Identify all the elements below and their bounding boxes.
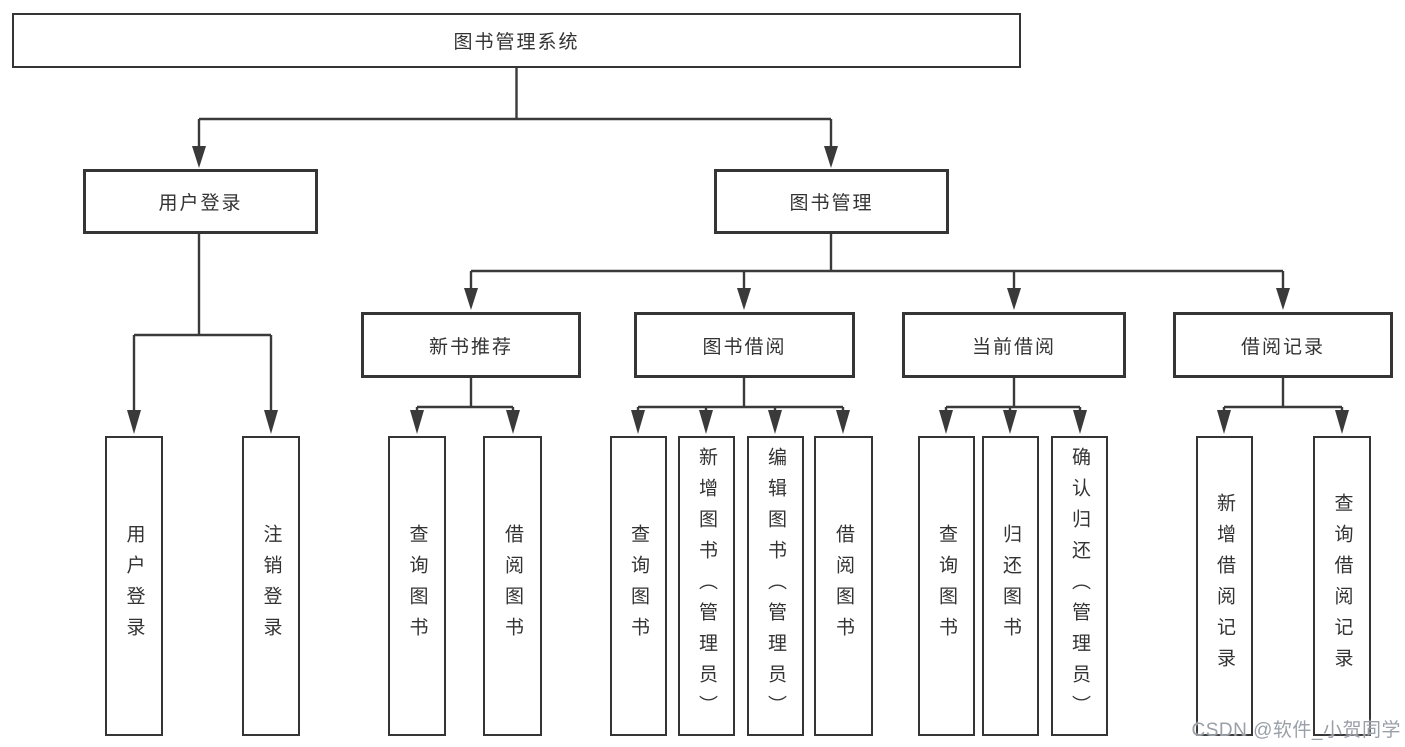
leaf-label: 查询图书 [936, 524, 957, 648]
arrowhead [1003, 410, 1017, 434]
arrowhead [631, 410, 645, 434]
connector-book-borrow [636, 378, 845, 411]
node-book-borrow: 图书借阅 [634, 312, 855, 378]
leaf-edit-books-admin: 编辑图书（管理员） [747, 436, 804, 736]
arrowhead [506, 410, 520, 434]
leaf-query-books-current: 查询图书 [918, 436, 975, 736]
leaf-label: 查询图书 [628, 524, 649, 648]
arrowhead [192, 146, 206, 168]
connector-current-borrow [944, 378, 1082, 411]
connector-book-management [469, 234, 1285, 289]
leaf-borrow-books: 借阅图书 [814, 436, 873, 736]
node-book-management: 图书管理 [714, 169, 949, 234]
node-current-borrow: 当前借阅 [902, 312, 1126, 378]
arrowhead [1217, 410, 1231, 434]
arrowhead [410, 410, 424, 434]
leaf-label: 查询借阅记录 [1331, 493, 1353, 679]
connector-new-books [415, 378, 515, 411]
node-borrow-records: 借阅记录 [1173, 312, 1393, 378]
leaf-query-books-borrow: 查询图书 [610, 436, 667, 736]
arrowhead [737, 288, 751, 310]
arrowhead [464, 288, 478, 310]
arrowhead [1335, 410, 1349, 434]
node-label: 用户登录 [158, 193, 243, 214]
leaf-label: 用户登录 [123, 524, 145, 648]
leaf-label: 确认归还（管理员） [1069, 446, 1090, 726]
arrowhead [264, 410, 278, 434]
leaf-add-books-admin: 新增图书（管理员） [678, 436, 735, 736]
node-label: 图书管理系统 [453, 32, 580, 53]
leaf-label: 注销登录 [260, 524, 282, 648]
arrowhead [836, 410, 850, 434]
leaf-user-login: 用户登录 [105, 436, 163, 736]
node-user-login: 用户登录 [83, 169, 318, 234]
node-label: 借阅记录 [1240, 336, 1325, 358]
arrowhead [939, 410, 953, 434]
connector-user-login [132, 234, 273, 411]
leaf-label: 新增图书（管理员） [696, 446, 717, 726]
arrowhead [699, 410, 713, 434]
leaf-label: 借阅图书 [833, 524, 854, 648]
arrowhead [1073, 410, 1087, 434]
leaf-label: 归还图书 [1000, 524, 1021, 648]
arrowhead [768, 410, 782, 434]
arrowhead [1276, 288, 1290, 310]
leaf-label: 借阅图书 [502, 524, 523, 648]
node-root-system: 图书管理系统 [12, 13, 1021, 68]
leaf-label: 编辑图书（管理员） [765, 446, 786, 726]
leaf-query-borrow-record: 查询借阅记录 [1313, 436, 1371, 736]
arrowhead [127, 410, 141, 434]
connector-borrow-records [1222, 378, 1344, 411]
node-label: 当前借阅 [971, 336, 1056, 358]
leaf-label: 新增借阅记录 [1214, 493, 1235, 679]
leaf-add-borrow-record: 新增借阅记录 [1196, 436, 1253, 736]
leaf-query-books-recommend: 查询图书 [388, 436, 446, 736]
connector-root [197, 68, 833, 147]
leaf-label: 查询图书 [406, 524, 428, 648]
node-label: 图书管理 [789, 193, 874, 214]
node-new-book-recommend: 新书推荐 [361, 312, 581, 378]
arrowhead [824, 146, 838, 168]
leaf-confirm-return-admin: 确认归还（管理员） [1051, 436, 1108, 736]
leaf-return-books: 归还图书 [982, 436, 1039, 736]
node-label: 新书推荐 [428, 336, 513, 358]
leaf-logout: 注销登录 [242, 436, 300, 736]
leaf-borrow-books-recommend: 借阅图书 [483, 436, 542, 736]
node-label: 图书借阅 [702, 336, 787, 358]
csdn-watermark: CSDN @软件_小贺同学 [1191, 720, 1401, 741]
arrowhead [1007, 288, 1021, 310]
